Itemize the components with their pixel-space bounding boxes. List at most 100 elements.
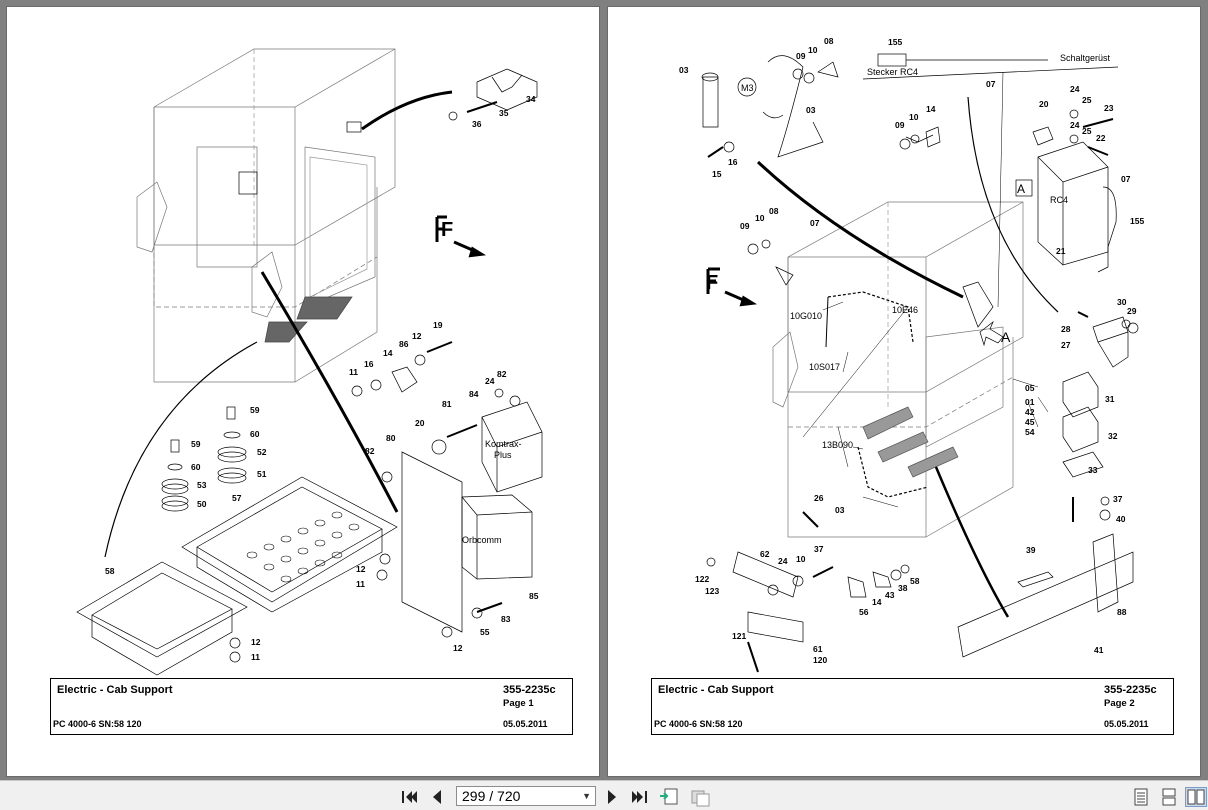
page-indicator: 299 / 720	[462, 788, 521, 804]
part-label: 21	[1056, 246, 1066, 256]
part-label: 55	[480, 627, 490, 637]
part-label: 59	[191, 439, 201, 449]
single-page-icon	[1134, 788, 1148, 806]
part-label: 81	[442, 399, 452, 409]
schaltgeruest-label: Schaltgerüst	[1060, 53, 1111, 63]
part-label: 14	[872, 597, 882, 607]
part-label: 38	[898, 583, 908, 593]
part-label: 09	[895, 120, 905, 130]
part-label: 12	[453, 643, 463, 653]
part-label: 12	[412, 331, 422, 341]
part-label: 43	[885, 590, 895, 600]
part-label: 10	[909, 112, 919, 122]
part-label: 11	[356, 579, 365, 589]
previous-page-button[interactable]	[426, 787, 448, 807]
document-date: 05.05.2011	[1104, 719, 1149, 729]
parts-drawing-page-1: F 34 35 36 19 12 86 14 16 11 82 24 84 81…	[76, 48, 543, 676]
drawing-title: Electric - Cab Support	[57, 684, 173, 696]
page-number-select[interactable]: 299 / 720 ▼	[456, 786, 596, 806]
part-label: 15	[712, 169, 722, 179]
part-label: 20	[1039, 99, 1049, 109]
part-label: 30	[1117, 297, 1127, 307]
part-label: 24	[485, 376, 495, 386]
part-label: 36	[472, 119, 482, 129]
last-page-button[interactable]	[629, 787, 651, 807]
part-label: 09	[796, 51, 806, 61]
two-page-button[interactable]	[1185, 787, 1207, 807]
model-info: PC 4000-6 SN:58 120	[654, 719, 743, 729]
part-label: 25	[1082, 95, 1092, 105]
part-label: 24	[1070, 120, 1080, 130]
part-label: 88	[1117, 607, 1127, 617]
rc4-label: RC4	[1050, 195, 1068, 205]
component-code: 13B090	[822, 440, 853, 450]
part-label: 58	[105, 566, 115, 576]
fit-width-button[interactable]	[689, 787, 711, 807]
part-label: 07	[810, 218, 820, 228]
component-code: 10G010	[790, 311, 822, 321]
orbcomm-label: Orbcomm	[462, 535, 502, 545]
part-label: 122	[695, 574, 709, 584]
part-label: 32	[1108, 431, 1118, 441]
part-label: 08	[824, 36, 834, 46]
part-label: 37	[814, 544, 824, 554]
part-label: 37	[1113, 494, 1123, 504]
single-page-button[interactable]	[1130, 787, 1152, 807]
part-label: 155	[1130, 216, 1144, 226]
part-label: 82	[497, 369, 507, 379]
fit-page-button[interactable]	[659, 787, 681, 807]
part-label: 120	[813, 655, 827, 665]
part-label: 34	[526, 94, 536, 104]
part-label: 16	[364, 359, 374, 369]
part-label: 22	[1096, 133, 1106, 143]
part-label: 26	[814, 493, 824, 503]
part-label: 09	[740, 221, 750, 231]
page-label: Page 2	[1104, 698, 1135, 709]
part-label: 123	[705, 586, 719, 596]
part-label: 60	[250, 429, 260, 439]
last-page-icon	[632, 791, 647, 803]
document-date: 05.05.2011	[503, 719, 548, 729]
part-label: 41	[1094, 645, 1104, 655]
part-label: 12	[356, 564, 366, 574]
document-page-2: F 155 07 03 08 10 09 03 15 16 09 10 14 2…	[607, 6, 1201, 777]
part-label: 03	[679, 65, 689, 75]
part-label: 10	[808, 45, 818, 55]
fit-page-icon	[660, 788, 678, 805]
part-label: 07	[986, 79, 996, 89]
part-label: 57	[232, 493, 242, 503]
component-code: 10E46	[892, 305, 918, 315]
part-label: 23	[1104, 103, 1114, 113]
part-label: 28	[1061, 324, 1071, 334]
viewer-toolbar: 299 / 720 ▼	[0, 780, 1208, 810]
part-label: 61	[813, 644, 823, 654]
part-label: 45	[1025, 417, 1035, 427]
part-label: 86	[399, 339, 409, 349]
part-label: 53	[197, 480, 207, 490]
continuous-page-icon	[1162, 788, 1176, 806]
part-label: 51	[257, 469, 267, 479]
title-block-page-1: Electric - Cab Support 355-2235c Page 1 …	[50, 678, 573, 735]
model-info: PC 4000-6 SN:58 120	[53, 719, 142, 729]
part-label: 62	[760, 549, 770, 559]
page-dropdown-icon[interactable]: ▼	[582, 791, 591, 801]
part-label: 20	[415, 418, 425, 428]
motor-label: M3	[741, 83, 754, 93]
two-page-icon	[1187, 789, 1205, 805]
part-label: 01	[1025, 397, 1035, 407]
part-label: 82	[365, 446, 375, 456]
continuous-page-button[interactable]	[1158, 787, 1180, 807]
part-label: 11	[349, 367, 358, 377]
document-page-1: F 34 35 36 19 12 86 14 16 11 82 24 84 81…	[6, 6, 600, 777]
part-label: 24	[778, 556, 788, 566]
part-label: 83	[501, 614, 511, 624]
part-label: 14	[926, 104, 936, 114]
first-page-button[interactable]	[398, 787, 420, 807]
part-label: 84	[469, 389, 479, 399]
part-label: 08	[769, 206, 779, 216]
previous-page-icon	[433, 790, 441, 804]
part-label: 24	[1070, 84, 1080, 94]
part-label: 60	[191, 462, 201, 472]
first-page-icon	[402, 791, 417, 803]
next-page-button[interactable]	[601, 787, 623, 807]
